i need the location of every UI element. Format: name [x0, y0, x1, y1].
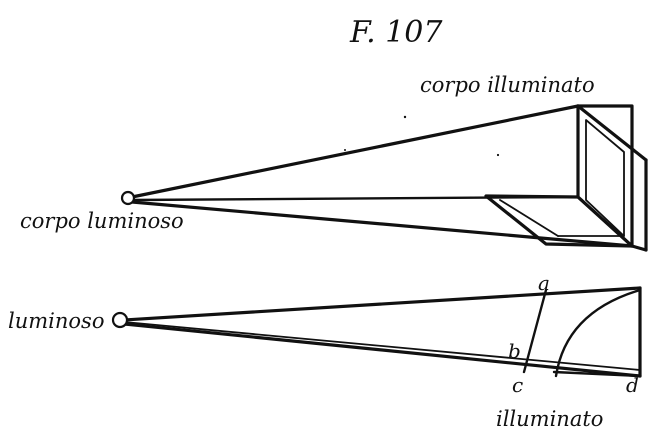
- bottom-base-line: [552, 370, 642, 378]
- point-label-b: b: [508, 339, 521, 363]
- top-diagram: corpo luminoso corpo illuminato: [20, 73, 648, 252]
- body-bottom-corner: [630, 244, 648, 252]
- ink-speck: [403, 115, 407, 119]
- label-corpo-illuminato: corpo illuminato: [420, 73, 595, 97]
- body-shadow-inner-edge: [499, 199, 559, 237]
- bottom-ray-middle: [123, 321, 641, 371]
- bottom-source-point: [111, 311, 129, 329]
- illuminated-body: [484, 104, 648, 252]
- section-line-ac: [522, 288, 548, 374]
- body-shadow-plane: [484, 194, 634, 248]
- point-label-a: a: [538, 271, 550, 295]
- figure-title: F. 107: [349, 15, 443, 50]
- label-luminoso: luminoso: [8, 309, 104, 333]
- top-ray-upper: [130, 104, 580, 199]
- top-source-point: [120, 190, 136, 206]
- label-corpo-luminoso: corpo luminoso: [20, 209, 184, 233]
- ink-speck: [496, 153, 500, 157]
- bottom-ray-upper: [122, 286, 642, 322]
- label-illuminato: illuminato: [496, 407, 603, 431]
- bottom-ray-lower: [122, 322, 642, 378]
- point-label-d: d: [626, 373, 639, 397]
- point-label-c: c: [512, 373, 523, 397]
- top-ray-lower: [130, 200, 634, 248]
- bottom-arc: [554, 288, 642, 378]
- body-top-edge: [576, 104, 648, 162]
- ink-speck: [344, 149, 346, 151]
- bottom-diagram: a b c d luminoso illuminato: [8, 271, 642, 431]
